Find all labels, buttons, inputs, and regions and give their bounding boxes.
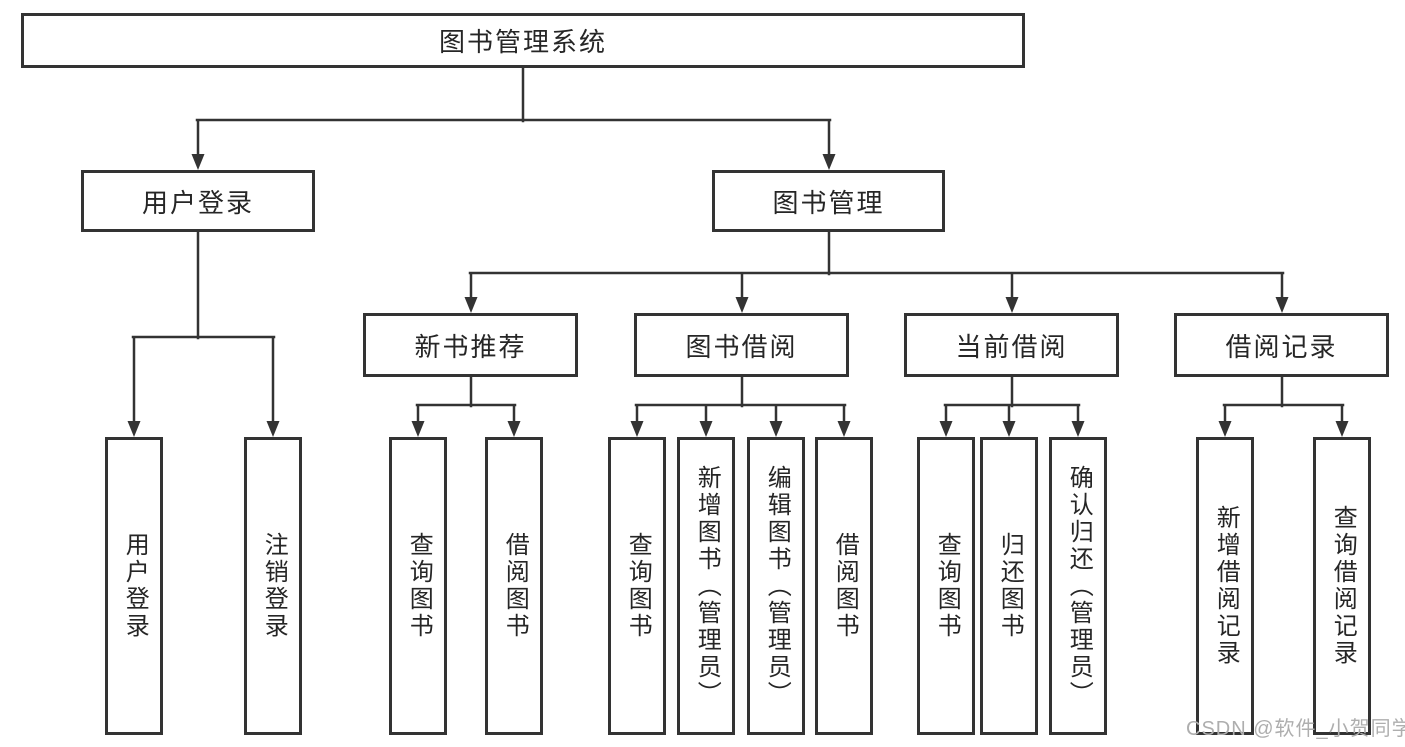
node-user-login: 用户登录 <box>81 170 315 232</box>
arrowhead-icon <box>1071 421 1085 437</box>
arrowhead-icon <box>769 421 783 437</box>
node-borrow-records-label: 借阅记录 <box>1225 331 1338 362</box>
leaf-add-borrow-record: 新增借阅记录 <box>1196 437 1254 735</box>
node-new-book-recommend: 新书推荐 <box>363 313 578 377</box>
leaf-edit-book-admin: 编辑图书（管理员） <box>747 437 805 735</box>
leaf-edit-book-admin-label: 编辑图书（管理员） <box>763 464 791 708</box>
arrowhead-icon <box>1275 297 1289 313</box>
leaf-add-book-admin: 新增图书（管理员） <box>677 437 735 735</box>
arrowhead-icon <box>191 154 205 170</box>
leaf-borrowing-query-books: 查询图书 <box>608 437 666 735</box>
node-book-borrowing-label: 图书借阅 <box>685 331 798 362</box>
arrowhead-icon <box>1335 421 1349 437</box>
arrowhead-icon <box>1005 297 1019 313</box>
node-current-borrowing: 当前借阅 <box>904 313 1119 377</box>
node-library-system-label: 图书管理系统 <box>438 27 607 57</box>
arrowhead-icon <box>464 297 478 313</box>
leaf-add-borrow-record-label: 新增借阅记录 <box>1212 505 1240 667</box>
leaf-newbooks-borrow-books: 借阅图书 <box>485 437 543 735</box>
leaf-user-login-label: 用户登录 <box>121 532 149 640</box>
leaf-confirm-return-admin: 确认归还（管理员） <box>1049 437 1107 735</box>
leaf-borrowing-borrow-books-label: 借阅图书 <box>831 532 859 640</box>
leaf-newbooks-query-books: 查询图书 <box>389 437 447 735</box>
node-library-system: 图书管理系统 <box>21 13 1025 68</box>
arrowhead-icon <box>266 421 280 437</box>
arrowhead-icon <box>1218 421 1232 437</box>
arrowhead-icon <box>1002 421 1016 437</box>
node-current-borrowing-label: 当前借阅 <box>955 331 1068 362</box>
arrowhead-icon <box>822 154 836 170</box>
node-book-management: 图书管理 <box>712 170 945 232</box>
leaf-newbooks-borrow-books-label: 借阅图书 <box>501 532 529 640</box>
arrowhead-icon <box>630 421 644 437</box>
leaf-current-query-books-label: 查询图书 <box>933 532 961 640</box>
csdn-watermark: CSDN @软件_小贺同学 <box>1186 718 1405 740</box>
leaf-newbooks-query-books-label: 查询图书 <box>405 532 433 640</box>
arrowhead-icon <box>699 421 713 437</box>
leaf-logout: 注销登录 <box>244 437 302 735</box>
arrowhead-icon <box>127 421 141 437</box>
leaf-add-book-admin-label: 新增图书（管理员） <box>693 464 721 708</box>
node-user-login-label: 用户登录 <box>141 187 254 218</box>
arrowhead-icon <box>837 421 851 437</box>
leaf-confirm-return-admin-label: 确认归还（管理员） <box>1065 464 1093 708</box>
leaf-borrowing-query-books-label: 查询图书 <box>624 532 652 640</box>
leaf-current-query-books: 查询图书 <box>917 437 975 735</box>
arrowhead-icon <box>411 421 425 437</box>
node-book-borrowing: 图书借阅 <box>634 313 849 377</box>
leaf-logout-label: 注销登录 <box>260 532 288 640</box>
arrowhead-icon <box>735 297 749 313</box>
leaf-return-books: 归还图书 <box>980 437 1038 735</box>
leaf-user-login: 用户登录 <box>105 437 163 735</box>
node-book-management-label: 图书管理 <box>772 187 885 218</box>
leaf-query-borrow-record: 查询借阅记录 <box>1313 437 1371 735</box>
leaf-query-borrow-record-label: 查询借阅记录 <box>1329 505 1357 667</box>
leaf-return-books-label: 归还图书 <box>996 532 1024 640</box>
arrowhead-icon <box>507 421 521 437</box>
node-borrow-records: 借阅记录 <box>1174 313 1389 377</box>
leaf-borrowing-borrow-books: 借阅图书 <box>815 437 873 735</box>
node-new-book-recommend-label: 新书推荐 <box>414 331 527 362</box>
arrowhead-icon <box>939 421 953 437</box>
